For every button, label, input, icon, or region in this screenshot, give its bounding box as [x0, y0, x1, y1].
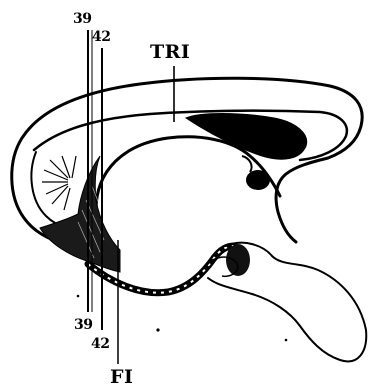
dot-1 [156, 328, 159, 331]
dot-2 [285, 339, 288, 342]
striations [42, 156, 76, 210]
dot-3 [77, 295, 80, 298]
label-39-top: 39 [73, 12, 91, 26]
label-fi: FI [110, 368, 133, 387]
small-nucleus [246, 170, 270, 190]
label-42-top: 42 [92, 30, 110, 44]
label-39-bottom: 39 [74, 318, 92, 332]
label-42-bottom: 42 [91, 337, 109, 351]
nodule-cluster [226, 244, 250, 276]
nucleus-hook [242, 156, 252, 172]
label-tri: TRI [150, 43, 190, 62]
